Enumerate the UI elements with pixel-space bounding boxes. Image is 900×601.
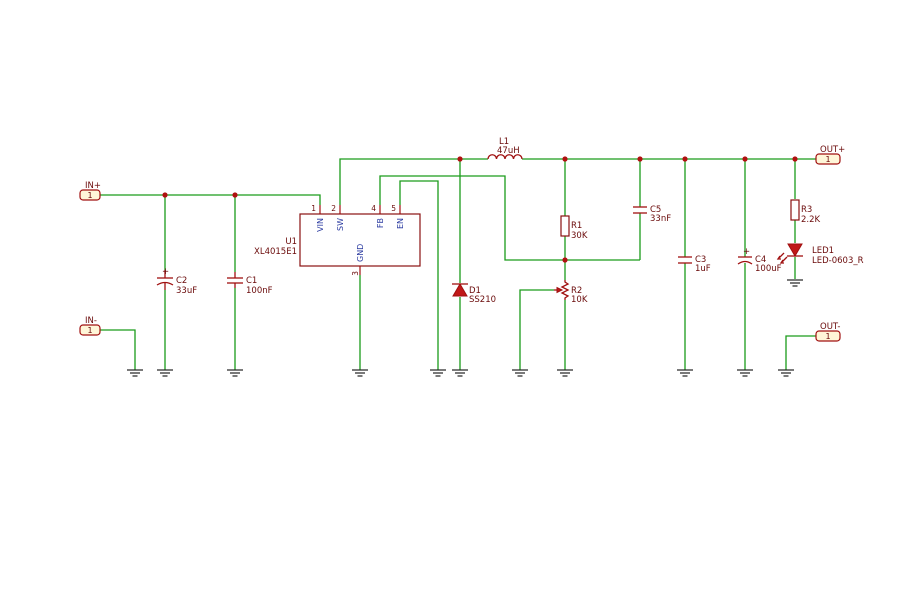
connector-in-minus-label: IN- — [85, 316, 97, 326]
connector-in-plus-pin: 1 — [87, 191, 92, 200]
led1-ref: LED1 — [812, 246, 834, 256]
r2-ref: R2 — [571, 286, 582, 296]
c1-value: 100nF — [246, 286, 273, 296]
ground-icon — [512, 369, 528, 377]
junction-c4 — [742, 156, 748, 162]
u1-value: XL4015E1 — [254, 247, 297, 257]
ground-icon — [227, 369, 243, 377]
wire-fb — [379, 175, 640, 261]
ground-icon — [787, 279, 803, 287]
l1-inductor[interactable]: L1 47uH — [487, 137, 523, 160]
junction-c5 — [637, 156, 643, 162]
c1-capacitor[interactable]: C1 100nF — [227, 272, 273, 296]
wire-en — [399, 180, 439, 370]
u1-pin-fb-num: 4 — [371, 204, 376, 213]
r3-ref: R3 — [801, 205, 812, 215]
wire-in-minus-gnd — [100, 329, 136, 370]
ground-icon — [557, 369, 573, 377]
c3-value: 1uF — [695, 264, 711, 274]
c1-ref: C1 — [246, 276, 257, 286]
c2-capacitor[interactable]: + C2 33uF — [156, 267, 197, 296]
c4-plus-sign: + — [743, 247, 750, 257]
d1-value: SS210 — [469, 295, 496, 305]
u1-pin-vin-name: VIN — [316, 218, 325, 232]
c2-ref: C2 — [176, 276, 187, 286]
c4-value: 100uF — [755, 264, 782, 274]
u1-pin-en-name: EN — [396, 218, 405, 229]
ground-icon — [157, 369, 173, 377]
connector-out-minus-label: OUT- — [820, 322, 840, 332]
junction-r3 — [792, 156, 798, 162]
ground-icon — [430, 369, 446, 377]
u1-pin-gnd-num: 3 — [351, 271, 360, 276]
r1-resistor[interactable]: R1 30K — [560, 215, 588, 241]
ground-icon — [452, 369, 468, 377]
connector-out-minus-pin: 1 — [825, 332, 830, 341]
junction-c3 — [682, 156, 688, 162]
connector-out-minus[interactable]: 1 OUT- — [815, 322, 841, 342]
wire-r2-wiper — [519, 289, 554, 370]
connector-out-plus-pin: 1 — [825, 155, 830, 164]
u1-ref: U1 — [285, 237, 297, 247]
l1-ref: L1 — [499, 137, 509, 147]
connector-out-plus[interactable]: 1 OUT+ — [815, 145, 845, 165]
ground-icon — [737, 369, 753, 377]
ground-icon — [127, 369, 143, 377]
r2-potentiometer[interactable]: R2 10K — [554, 280, 588, 305]
d1-ref: D1 — [469, 286, 481, 296]
c4-ref: C4 — [755, 255, 766, 265]
wire-sw-node — [339, 158, 488, 205]
connector-in-plus[interactable]: 1 IN+ — [79, 181, 101, 201]
junction-d1 — [457, 156, 463, 162]
ground-icon — [352, 369, 368, 377]
c5-ref: C5 — [650, 205, 661, 215]
ground-icon — [677, 369, 693, 377]
connector-in-minus[interactable]: 1 IN- — [79, 316, 101, 336]
connector-in-plus-label: IN+ — [85, 181, 101, 191]
u1-body — [299, 213, 421, 267]
c5-value: 33nF — [650, 214, 671, 224]
u1-pin-gnd-name: GND — [356, 244, 365, 262]
led1-led[interactable]: LED1 LED-0603_R — [776, 243, 864, 266]
u1-pin-vin-num: 1 — [311, 204, 316, 213]
u1-pin-fb-name: FB — [376, 218, 385, 228]
u1-pin-sw-name: SW — [336, 218, 345, 231]
u1-pin-en-num: 5 — [391, 204, 396, 213]
wire-out-minus-gnd — [785, 335, 816, 370]
junction-c2 — [162, 192, 168, 198]
r1-value: 30K — [571, 231, 588, 241]
junction-fb — [562, 257, 568, 263]
c2-plus-sign: + — [162, 267, 169, 277]
c3-capacitor[interactable]: C3 1uF — [678, 255, 711, 274]
r3-value: 2.2K — [801, 215, 821, 225]
r3-resistor[interactable]: R3 2.2K — [790, 199, 821, 225]
junction-c1 — [232, 192, 238, 198]
junction-r1 — [562, 156, 568, 162]
l1-value: 47uH — [497, 146, 520, 156]
r2-value: 10K — [571, 295, 588, 305]
wire-vin-rail — [100, 194, 321, 205]
c2-value: 33uF — [176, 286, 197, 296]
connector-in-minus-pin: 1 — [87, 326, 92, 335]
connector-out-plus-label: OUT+ — [820, 145, 845, 155]
led1-value: LED-0603_R — [812, 256, 864, 266]
ground-symbols — [127, 279, 803, 377]
ground-icon — [778, 369, 794, 377]
c3-ref: C3 — [695, 255, 706, 265]
d1-diode[interactable]: D1 SS210 — [452, 283, 496, 305]
u1-pin-sw-num: 2 — [331, 204, 336, 213]
c4-capacitor[interactable]: + C4 100uF — [737, 247, 782, 274]
r1-ref: R1 — [571, 221, 582, 231]
c5-capacitor[interactable]: C5 33nF — [633, 205, 671, 224]
junctions — [162, 156, 798, 263]
u1-ic[interactable]: U1 XL4015E1 1 2 4 5 3 VIN SW FB EN GND — [254, 204, 421, 370]
